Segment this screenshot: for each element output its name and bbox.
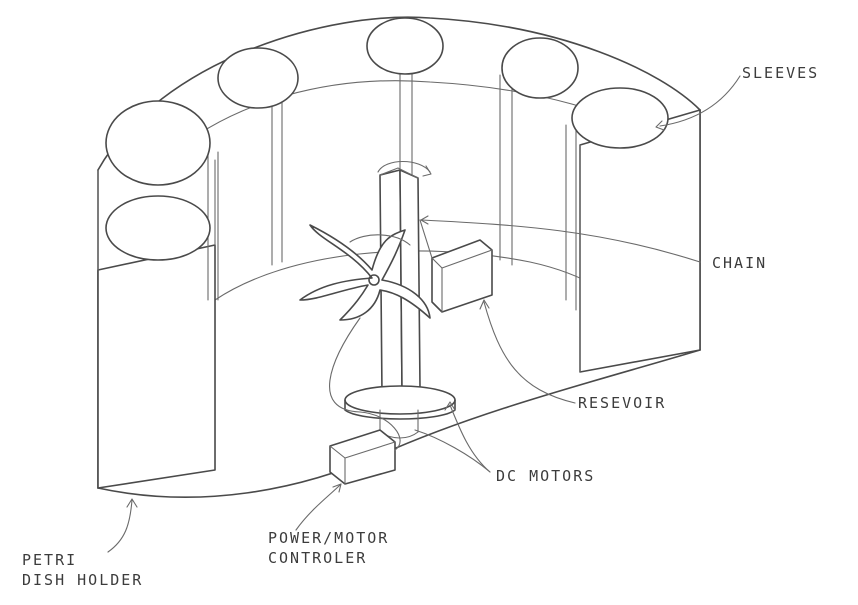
label-sleeves: SLEEVES <box>742 64 820 82</box>
sleeve-5 <box>501 37 579 99</box>
sleeve-6 <box>571 87 669 149</box>
wire <box>329 317 401 451</box>
sleeve-2 <box>105 195 211 261</box>
leader-lines <box>107 75 741 553</box>
reservoir-box <box>419 219 493 313</box>
base-disk <box>344 385 456 439</box>
sleeve-ovals <box>105 17 669 261</box>
label-petri-dish-holder: PETRI DISH HOLDER <box>22 551 144 590</box>
right-front-block <box>579 109 701 373</box>
central-column <box>377 161 432 396</box>
label-chain: CHAIN <box>712 254 768 272</box>
label-dc-motors: DC MOTORS <box>496 467 596 485</box>
label-power-motor-controller: POWER/MOTOR CONTROLER <box>268 529 390 568</box>
rotor-blade <box>299 224 431 321</box>
power-controller-box <box>329 429 396 485</box>
sleeve-3 <box>217 47 299 109</box>
label-resevoir: RESEVOIR <box>578 394 667 412</box>
sleeve-1 <box>105 100 211 186</box>
sleeve-4 <box>366 17 444 75</box>
